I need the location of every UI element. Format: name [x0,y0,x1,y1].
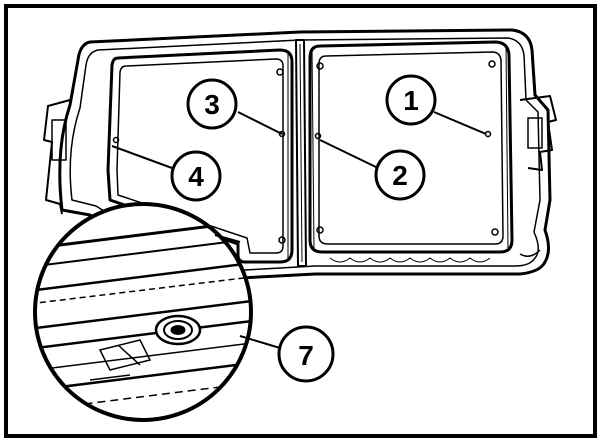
callout-1: 1 [385,74,437,126]
callout-4-label: 4 [188,161,204,192]
callout-2: 2 [374,149,426,201]
sunroof-frame [43,28,557,280]
callout-3: 3 [186,78,238,130]
figure-border [4,4,597,438]
callout-7: 7 [277,325,335,383]
leader-lines [111,111,487,349]
callout-7-label: 7 [298,340,314,371]
callout-3-label: 3 [204,89,220,120]
callout-4: 4 [170,150,222,202]
detail-magnifier [33,202,253,422]
callout-1-label: 1 [403,85,419,116]
callout-2-label: 2 [392,160,408,191]
